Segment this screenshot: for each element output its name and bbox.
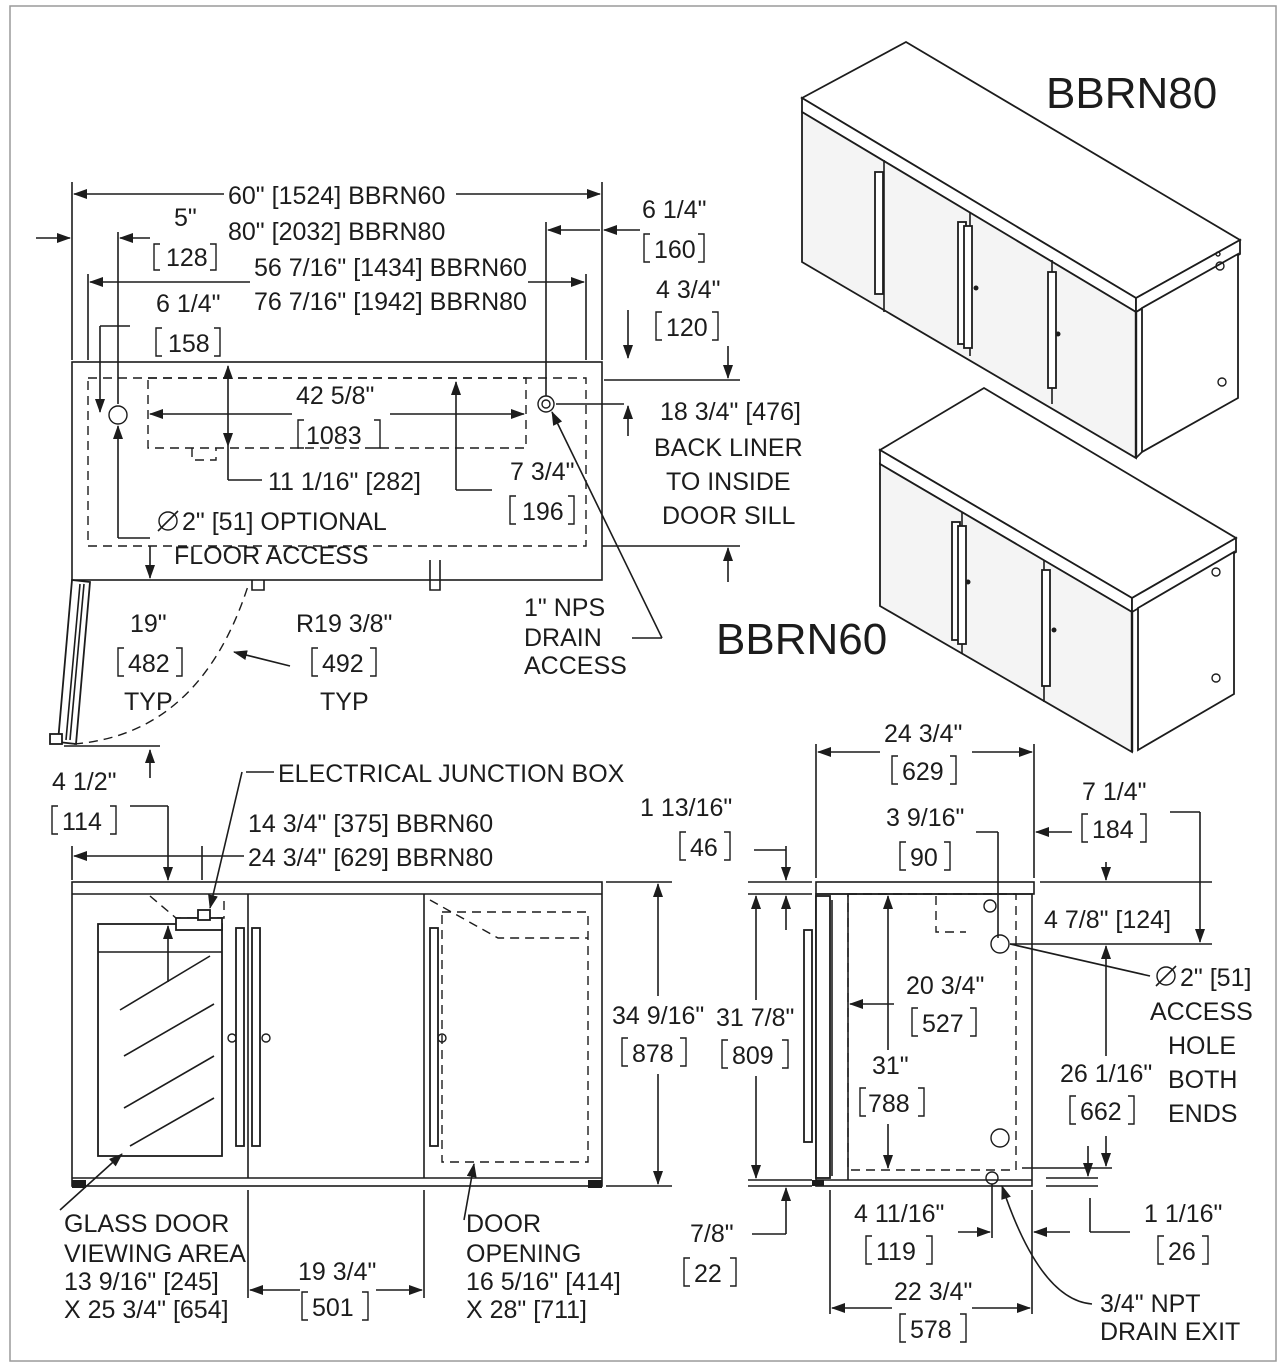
junction-box-label: ELECTRICAL JUNCTION BOX (278, 760, 625, 788)
inner-d-in: 20 3/4" (906, 972, 984, 1000)
overall-width-bbrn60: 60" [1524] BBRN60 (228, 182, 445, 210)
drain-depth-in: 7 3/4" (510, 458, 574, 486)
radius-mm: 492 (322, 650, 364, 678)
jb-offset-in: 4 1/2" (52, 768, 116, 796)
inner-width-bbrn80: 76 7/16" [1942] BBRN80 (254, 288, 527, 316)
door-width-in: 19 3/4" (298, 1258, 376, 1286)
inner-h-in: 31 7/8" (716, 1004, 794, 1032)
top-view-plan (49, 361, 603, 745)
liner-line-1: 18 3/4" [476] (660, 398, 801, 426)
hole-y: 4 7/8" [124] (1044, 906, 1171, 934)
inner-width-bbrn60: 56 7/16" [1434] BBRN60 (254, 254, 527, 282)
door-swing-in: 19" (130, 610, 167, 638)
hole-offset-mm: 158 (168, 330, 210, 358)
radius-in: R19 3/8" (296, 610, 392, 638)
floor-access-line-1: 2" [51] OPTIONAL (182, 508, 387, 536)
drain-x-in: 4 11/16" (854, 1200, 944, 1228)
base-mm: 22 (694, 1260, 722, 1288)
access-line-2: ACCESS (1150, 998, 1253, 1026)
top-offset-in: 1 13/16" (640, 794, 732, 822)
door-swing-mm: 482 (128, 650, 170, 678)
glass-line-4: X 25 3/4" [654] (64, 1296, 229, 1324)
depth-in: 24 3/4" (884, 720, 962, 748)
drain-access-line-2: DRAIN (524, 624, 602, 652)
overall-width-bbrn80: 80" [2032] BBRN80 (228, 218, 445, 246)
jb-offset-mm: 114 (62, 808, 102, 836)
back-offset-in: 4 3/4" (656, 276, 720, 304)
side-view-dimensions (748, 744, 1212, 1314)
drain-exit-line-2: DRAIN EXIT (1100, 1318, 1240, 1346)
floor-depth: 11 1/16" [282] (268, 468, 421, 496)
door-swing-typ: TYP (124, 688, 173, 716)
drain-back-mm: 26 (1168, 1238, 1196, 1266)
model-label-bbrn60: BBRN60 (716, 615, 887, 664)
hole-x-mm: 90 (910, 844, 938, 872)
right-offset-in: 6 1/4" (642, 196, 706, 224)
liner-h-in: 31" (872, 1052, 909, 1080)
liner-line-2: BACK LINER (654, 434, 803, 462)
liner-line-4: DOOR SILL (662, 502, 795, 530)
drain-back-in: 1 1/16" (1144, 1200, 1222, 1228)
liner-h-mm: 788 (868, 1090, 910, 1118)
glass-line-2: VIEWING AREA (64, 1240, 246, 1268)
depth-mm: 629 (902, 758, 944, 786)
floor-access-line-2: FLOOR ACCESS (174, 542, 369, 570)
jb-bbrn80: 24 3/4" [629] BBRN80 (248, 844, 493, 872)
access-line-3: HOLE (1168, 1032, 1236, 1060)
drain-exit-line-1: 3/4" NPT (1100, 1290, 1201, 1318)
front-view-dimensions (59, 771, 672, 1298)
front-view-elevation (71, 881, 603, 1188)
iso-bbrn80 (800, 40, 1242, 460)
glass-line-1: GLASS DOOR (64, 1210, 229, 1238)
drain-access-line-3: ACCESS (524, 652, 627, 680)
hole-h-in: 26 1/16" (1060, 1060, 1152, 1088)
opening-line-3: 16 5/16" [414] (466, 1268, 621, 1296)
back-x-in: 7 1/4" (1082, 778, 1146, 806)
inner-d-mm: 527 (922, 1010, 964, 1038)
back-x-mm: 184 (1092, 816, 1134, 844)
floor-span-in: 42 5/8" (296, 382, 374, 410)
access-line-4: BOTH (1168, 1066, 1237, 1094)
hole-x-in: 3 9/16" (886, 804, 964, 832)
height-in: 34 9/16" (612, 1002, 704, 1030)
height-mm: 878 (632, 1040, 674, 1068)
opening-line-1: DOOR (466, 1210, 541, 1238)
drain-access-line-1: 1" NPS (524, 594, 605, 622)
top-offset-mm: 46 (690, 834, 718, 862)
floor-span-mm: 1083 (306, 422, 362, 450)
right-offset-mm: 160 (654, 236, 696, 264)
drain-x-mm: 119 (876, 1238, 916, 1266)
jb-bbrn60: 14 3/4" [375] BBRN60 (248, 810, 493, 838)
radius-typ: TYP (320, 688, 369, 716)
hole-h-mm: 662 (1080, 1098, 1122, 1126)
opening-line-2: OPENING (466, 1240, 581, 1268)
side-view-elevation (803, 881, 1035, 1187)
interior-in: 22 3/4" (894, 1278, 972, 1306)
access-line-1: 2" [51] (1180, 964, 1251, 992)
hole-offset-in: 6 1/4" (156, 290, 220, 318)
opening-line-4: X 28" [711] (466, 1296, 587, 1324)
drain-depth-mm: 196 (522, 498, 564, 526)
top-view-dimensions (36, 182, 740, 778)
glass-line-3: 13 9/16" [245] (64, 1268, 219, 1296)
liner-line-3: TO INSIDE (666, 468, 791, 496)
access-line-5: ENDS (1168, 1100, 1237, 1128)
door-width-mm: 501 (312, 1294, 354, 1322)
left-offset-mm: 128 (166, 244, 208, 272)
page-border (9, 5, 1277, 1362)
interior-mm: 578 (910, 1316, 952, 1344)
back-offset-mm: 120 (666, 314, 708, 342)
base-in: 7/8" (690, 1220, 734, 1248)
model-label-bbrn80: BBRN80 (1046, 69, 1217, 118)
left-offset-in: 5" (174, 204, 197, 232)
inner-h-mm: 809 (732, 1042, 774, 1070)
iso-bbrn60 (878, 386, 1238, 754)
